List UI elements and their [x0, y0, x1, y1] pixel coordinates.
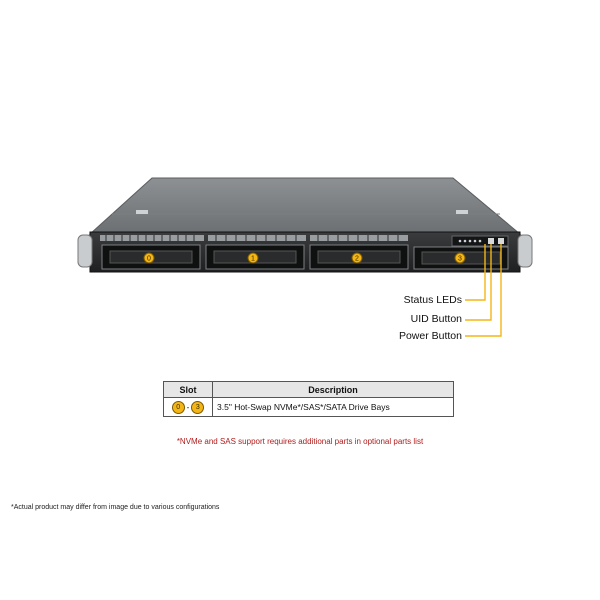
bay-badge-3: 3	[458, 256, 462, 263]
description-cell: 3.5" Hot-Swap NVMe*/SAS*/SATA Drive Bays	[212, 397, 454, 417]
uid-button-label: UID Button	[410, 313, 462, 325]
chassis-top	[88, 177, 522, 235]
bay-badge-1: 1	[251, 256, 255, 263]
power-button-label: Power Button	[398, 330, 462, 342]
drive-bay-0	[101, 244, 201, 270]
description-header: Description	[212, 381, 454, 398]
slot-header: Slot	[163, 381, 213, 398]
rack-ear-right	[517, 234, 533, 268]
slot-badge-from: 0	[171, 400, 185, 414]
table-row: 0-3 3.5" Hot-Swap NVMe*/SAS*/SATA Drive …	[163, 397, 454, 417]
drive-slot-table: Slot Description 0-3 3.5" Hot-Swap NVMe*…	[163, 381, 454, 417]
callout-line-uid	[465, 244, 492, 321]
power-button-shape	[498, 238, 504, 244]
status-leds-label: Status LEDs	[403, 294, 462, 306]
slot-badge-to: 3	[191, 400, 205, 414]
nvme-sas-note: *NVMe and SAS support requires additiona…	[176, 437, 424, 446]
bay-badge-2: 2	[355, 256, 359, 263]
rack-ear-left	[77, 234, 93, 268]
uid-button-shape	[488, 238, 494, 244]
callout-line-power	[465, 244, 502, 337]
product-disclaimer: *Actual product may differ from image du…	[11, 504, 220, 511]
callout-line-status-leds	[465, 244, 486, 301]
slot-separator: -	[186, 402, 190, 412]
slot-cell: 0-3	[163, 397, 213, 417]
bay-badge-0: 0	[147, 256, 151, 263]
